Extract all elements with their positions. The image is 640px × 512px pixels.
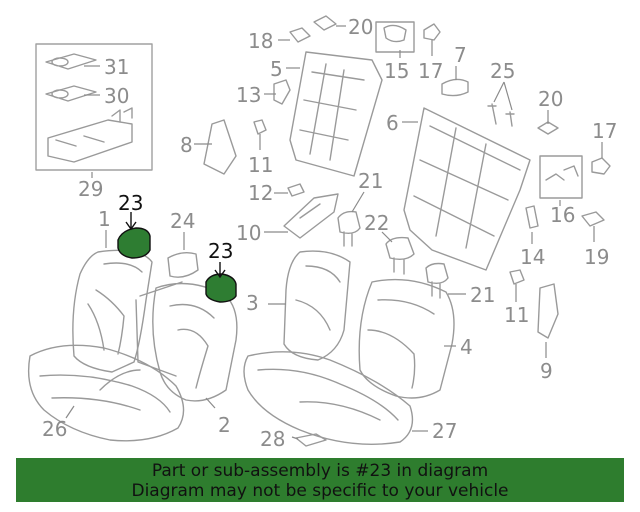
headrest-22 (385, 236, 415, 275)
label-30: 30 (104, 84, 129, 108)
part-8 (203, 119, 237, 175)
label-23b: 23 (208, 239, 233, 263)
label-1: 1 (98, 207, 111, 231)
part-15 (375, 21, 415, 53)
part-17-top (423, 23, 441, 41)
part-14 (525, 205, 539, 229)
label-22: 22 (364, 211, 389, 235)
label-21b: 21 (470, 283, 495, 307)
seat-back-frame-left (289, 51, 383, 177)
label-17a: 17 (418, 59, 443, 83)
part-17-right (591, 157, 611, 175)
label-10: 10 (236, 221, 261, 245)
label-28: 28 (260, 427, 285, 451)
part-11-right (509, 269, 525, 285)
label-23a: 23 (118, 191, 143, 215)
label-20b: 20 (538, 87, 563, 111)
label-29: 29 (78, 177, 103, 201)
label-15: 15 (384, 59, 409, 83)
center-seat-back (135, 281, 238, 402)
headrest-23-center (205, 273, 237, 303)
left-seat-back (72, 249, 153, 373)
part-25 (487, 103, 515, 127)
part-20-right (537, 121, 559, 135)
part-13 (273, 79, 291, 105)
armrest-pad (167, 251, 199, 278)
label-5: 5 (270, 57, 283, 81)
label-14: 14 (520, 245, 545, 269)
label-18: 18 (248, 29, 273, 53)
headrest-23-left (117, 227, 151, 259)
seat-back-frame-right (403, 107, 531, 271)
label-7: 7 (454, 43, 467, 67)
left-seat-cushion (27, 344, 185, 442)
label-31: 31 (104, 55, 129, 79)
headrest-21-center (337, 210, 361, 247)
right-side-back-pad (283, 250, 351, 361)
part-10 (283, 193, 339, 239)
label-11a: 11 (248, 153, 273, 177)
label-3: 3 (246, 291, 259, 315)
leader-23a (125, 212, 137, 231)
label-9: 9 (540, 359, 553, 383)
right-seat-back (358, 278, 455, 399)
label-8: 8 (180, 133, 193, 157)
part-7 (441, 78, 469, 97)
info-banner: Part or sub-assembly is #23 in diagram D… (16, 458, 624, 502)
right-seat-cushion (243, 351, 414, 445)
label-6: 6 (386, 111, 399, 135)
label-13: 13 (236, 83, 261, 107)
label-19: 19 (584, 245, 609, 269)
headrest-21-right (425, 262, 449, 299)
leader-lines (65, 25, 603, 440)
banner-line-2: Diagram may not be specific to your vehi… (131, 481, 509, 501)
label-4: 4 (460, 335, 473, 359)
armrest-inset-box (35, 43, 153, 171)
part-16-box (539, 155, 583, 199)
callout-labels: 31 30 29 23 23 1 24 2 26 3 4 5 6 7 8 9 1… (42, 15, 617, 451)
part-19 (581, 211, 605, 227)
label-24: 24 (170, 209, 195, 233)
label-2: 2 (218, 413, 231, 437)
part-28 (295, 433, 327, 447)
label-17b: 17 (592, 119, 617, 143)
label-20a: 20 (348, 15, 373, 39)
label-27: 27 (432, 419, 457, 443)
part-20-top (313, 15, 337, 31)
label-25: 25 (490, 59, 515, 83)
part-12 (287, 183, 305, 197)
banner-line-1: Part or sub-assembly is #23 in diagram (151, 461, 489, 481)
label-16: 16 (550, 203, 575, 227)
label-12: 12 (248, 181, 273, 205)
part-9 (537, 283, 559, 339)
label-11b: 11 (504, 303, 529, 327)
label-26: 26 (42, 417, 67, 441)
leader-23b (214, 262, 226, 279)
part-18 (289, 27, 311, 43)
part-11-left (253, 119, 267, 135)
label-21a: 21 (358, 169, 383, 193)
